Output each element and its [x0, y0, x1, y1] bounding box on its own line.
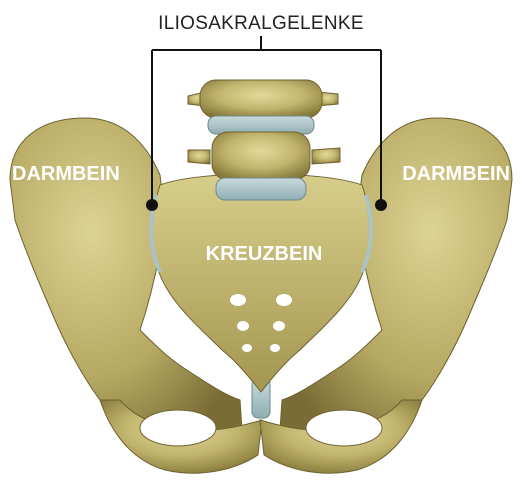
sacral-foramen — [230, 294, 246, 306]
lumbar-vertebra-upper — [188, 80, 338, 118]
sacral-foramen — [270, 344, 280, 352]
sacral-foramen — [276, 294, 292, 306]
intervertebral-disc-upper — [208, 116, 314, 134]
sacral-foramen — [242, 344, 252, 352]
title-label: ILIOSAKRALGELENKE — [158, 13, 364, 34]
left-obturator-foramen — [140, 410, 216, 446]
right-obturator-foramen — [306, 410, 382, 446]
left-joint-marker — [146, 199, 158, 211]
sacral-foramen — [273, 321, 285, 331]
left-darmbein-label: DARMBEIN — [12, 163, 120, 185]
right-darmbein-label: DARMBEIN — [402, 163, 510, 185]
sacrum-bone — [153, 174, 370, 392]
kreuzbein-label: KREUZBEIN — [206, 243, 323, 265]
right-joint-marker — [375, 199, 387, 211]
intervertebral-disc-lower — [216, 178, 306, 200]
sacral-foramen — [237, 321, 249, 331]
lumbar-vertebra-lower — [188, 132, 340, 180]
